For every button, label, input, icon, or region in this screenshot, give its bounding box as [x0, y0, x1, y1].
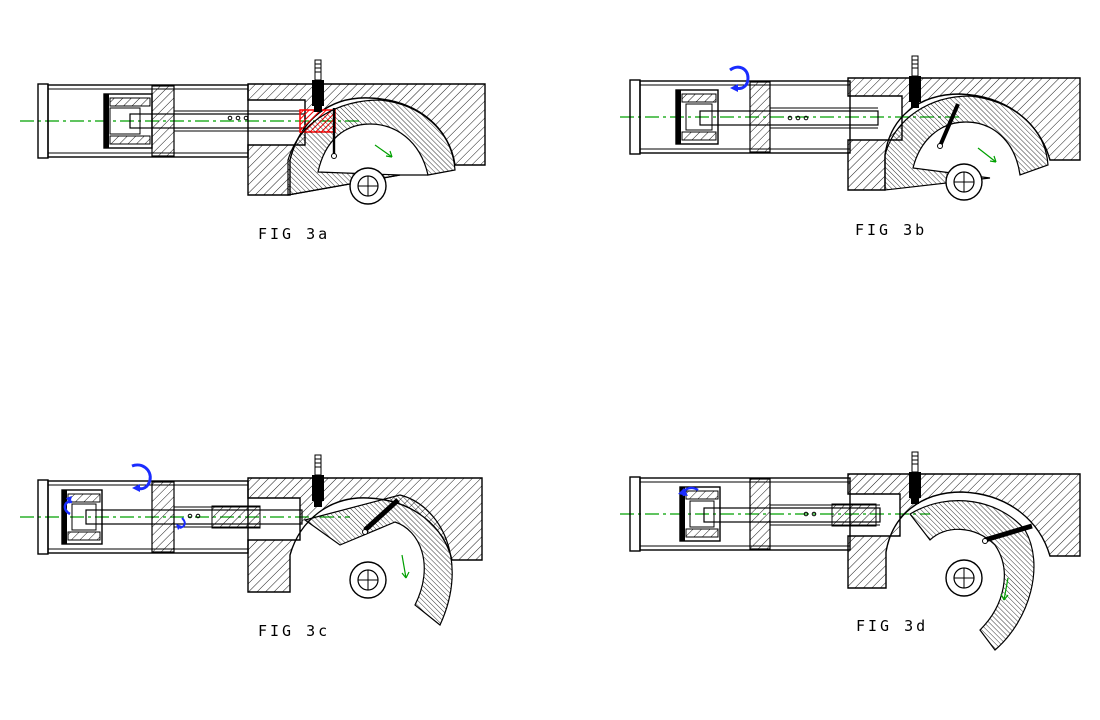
motion-arrow-icon [977, 147, 997, 163]
motion-arrow-icon [401, 554, 410, 579]
guide-block [749, 81, 771, 153]
figure-3d: FIG 3d [620, 451, 1081, 651]
rotation-arrow-icon [729, 65, 750, 92]
shaft [349, 561, 387, 599]
figure-caption: FIG 3c [258, 622, 330, 640]
figure-3c: FIG 3c [20, 454, 483, 640]
piston-rod [699, 110, 879, 126]
rotor [909, 500, 1035, 651]
spark-plug-icon [909, 451, 921, 504]
figure-3a: FIG 3a [20, 59, 486, 243]
shaft [945, 163, 983, 201]
outer-cylinder [47, 84, 249, 158]
rotation-arrow-icon [63, 496, 73, 516]
motion-arrow-icon [1000, 577, 1009, 601]
guide-block [151, 85, 175, 157]
guide-block [749, 478, 771, 550]
rotor [884, 95, 1049, 191]
rotor [287, 99, 456, 196]
rotation-arrow-icon [131, 463, 152, 492]
rotation-arrow-icon [176, 517, 186, 530]
outer-cylinder [639, 80, 851, 154]
spring-piston [61, 489, 103, 545]
spring-piston [675, 89, 719, 145]
rotor [303, 494, 453, 626]
figure-caption: FIG 3b [855, 221, 927, 239]
motion-arrow-icon [374, 144, 393, 158]
spark-plug-icon [312, 59, 324, 112]
engine-block [847, 473, 1081, 589]
piston-rod [703, 507, 881, 523]
piston-rod [85, 509, 303, 525]
guide-block [151, 481, 175, 553]
figure-caption: FIG 3a [258, 225, 330, 243]
figure-caption: FIG 3d [856, 617, 928, 635]
shaft [349, 167, 387, 205]
spark-plug-icon [909, 55, 921, 108]
spark-plug-icon [312, 454, 324, 507]
shaft [945, 559, 983, 597]
rotation-arrow-icon [678, 486, 699, 497]
figure-3b: FIG 3b [620, 55, 1081, 239]
